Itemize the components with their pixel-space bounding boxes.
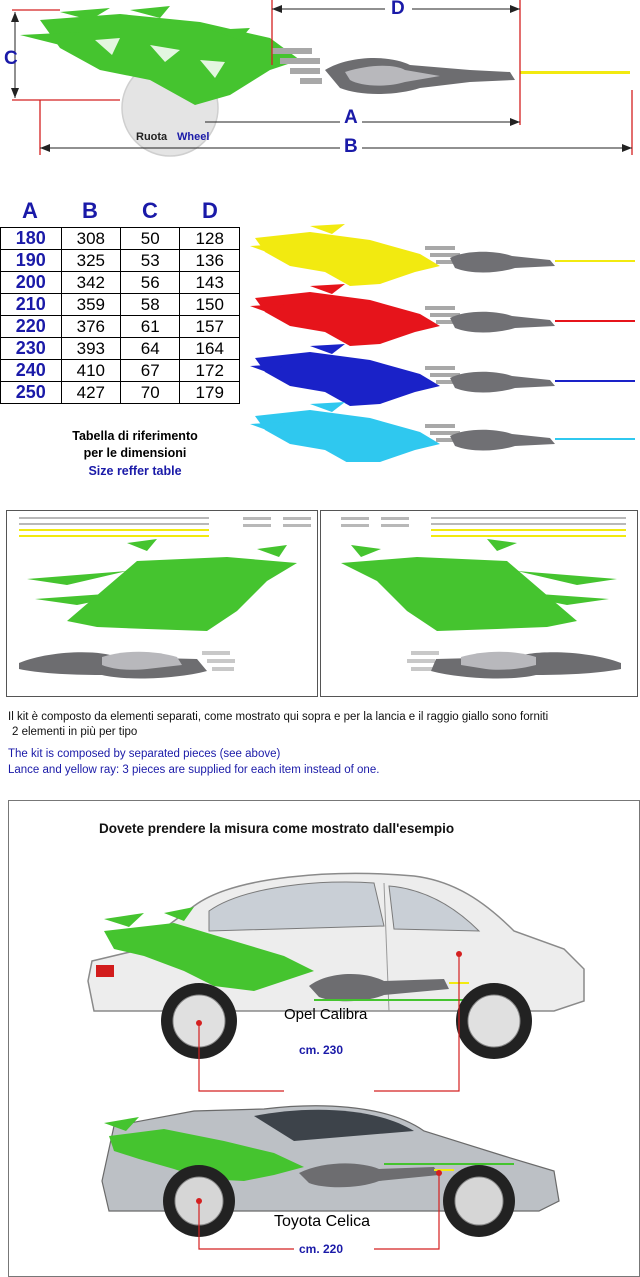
kit-note-en-1: The kit is composed by separated pieces …: [8, 748, 281, 760]
table-cell-a: 250: [0, 381, 62, 404]
car1-measure: cm. 230: [299, 1043, 344, 1057]
table-cell-a: 200: [0, 271, 62, 294]
example-frame: Dovete prendere la misura come mostrato …: [8, 800, 640, 1277]
kit-panel-right: [320, 510, 638, 697]
table-cell-d: 150: [179, 293, 240, 316]
stripes: [341, 517, 626, 537]
stripes: [19, 517, 311, 537]
car-flame-graphic: [104, 1117, 304, 1181]
car-windows: [208, 881, 481, 932]
car-lance: [309, 974, 449, 1002]
car2-model: Toyota Celica: [274, 1213, 371, 1230]
table-cell-b: 325: [60, 249, 122, 272]
kit-note-en-2: Lance and yellow ray: 3 pieces are suppl…: [8, 764, 380, 776]
variant-blue: [250, 344, 635, 406]
car-toyota-celica: [101, 1105, 560, 1250]
variant-cyan: [250, 402, 635, 462]
table-caption-en: Size reffer table: [88, 464, 182, 478]
car-opel-calibra: [87, 872, 585, 1092]
table-cell-c: 67: [120, 359, 181, 382]
wheel-label-en: Wheel: [177, 131, 210, 143]
kit-note-it-2: 2 elementi in più per tipo: [12, 726, 138, 738]
table-header-d: D: [202, 198, 218, 223]
table-cell-c: 61: [120, 315, 181, 338]
table-cell-d: 136: [179, 249, 240, 272]
wheel-label-it: Ruota: [136, 131, 168, 143]
car-lance: [299, 1163, 439, 1188]
table-cell-b: 308: [60, 227, 122, 250]
dimension-label-c: C: [4, 48, 18, 69]
measure-line: [198, 1201, 294, 1250]
tail-light: [96, 965, 114, 977]
table-cell-a: 210: [0, 293, 62, 316]
table-header-c: C: [142, 198, 158, 223]
variant-red: [250, 284, 635, 346]
table-cell-c: 58: [120, 293, 181, 316]
table-cell-d: 143: [179, 271, 240, 294]
car2-measure: cm. 220: [299, 1242, 344, 1256]
lance-piece: [407, 651, 621, 679]
table-cell-b: 393: [60, 337, 122, 360]
table-cell-a: 180: [0, 227, 62, 250]
car1-model: Opel Calibra: [284, 1006, 368, 1023]
table-cell-c: 56: [120, 271, 181, 294]
table-cell-a: 230: [0, 337, 62, 360]
green-flame-graphic: [20, 6, 300, 105]
table-cell-d: 172: [179, 359, 240, 382]
table-cell-a: 240: [0, 359, 62, 382]
table-cell-c: 53: [120, 249, 181, 272]
green-flame-piece: [341, 539, 617, 631]
table-cell-b: 427: [60, 381, 122, 404]
table-cell-c: 50: [120, 227, 181, 250]
table-header-b: B: [82, 198, 98, 223]
example-title: Dovete prendere la misura come mostrato …: [99, 821, 455, 836]
table-cell-b: 359: [60, 293, 122, 316]
dimension-label-b: B: [344, 136, 358, 157]
measure-line: [198, 1023, 284, 1092]
table-cell-d: 128: [179, 227, 240, 250]
color-variants: [250, 224, 635, 462]
table-cell-c: 64: [120, 337, 181, 360]
table-cell-d: 157: [179, 315, 240, 338]
yellow-ray: [520, 71, 630, 74]
variant-yellow: [250, 224, 635, 286]
grey-chevrons: [272, 48, 322, 84]
table-cell-a: 190: [0, 249, 62, 272]
dimension-label-d-top: D: [391, 0, 405, 19]
kit-note-it-1: Il kit è composto da elementi separati, …: [8, 711, 549, 723]
table-header-a: A: [22, 198, 38, 223]
lance-figure: [325, 58, 515, 94]
car-windows: [254, 1109, 414, 1141]
table-cell-d: 179: [179, 381, 240, 404]
green-flame-piece: [27, 539, 297, 631]
kit-panel-left: [6, 510, 318, 697]
table-cell-a: 220: [0, 315, 62, 338]
table-cell-b: 376: [60, 315, 122, 338]
table-caption-it-2: per le dimensioni: [83, 446, 187, 460]
dimension-label-a: A: [344, 107, 358, 128]
lance-piece: [19, 651, 235, 679]
table-cell-d: 164: [179, 337, 240, 360]
table-cell-c: 70: [120, 381, 181, 404]
table-cell-b: 342: [60, 271, 122, 294]
dimension-diagram: [11, 0, 633, 157]
car-flame-graphic: [104, 907, 314, 991]
table-cell-b: 410: [60, 359, 122, 382]
table-caption-it-1: Tabella di riferimento: [72, 429, 198, 443]
